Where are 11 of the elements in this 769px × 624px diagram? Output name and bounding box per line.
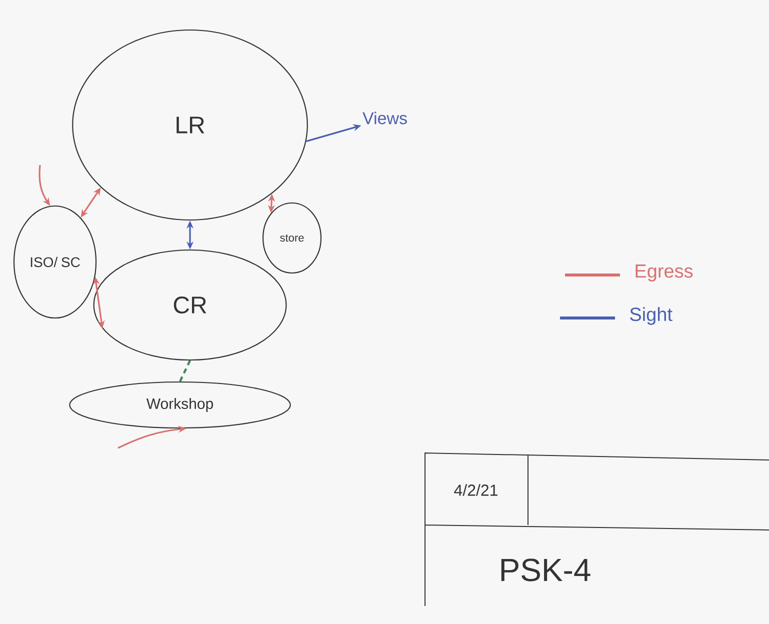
room-bubble: ISO/ SC (13, 205, 97, 319)
room-bubble: LR (72, 29, 308, 221)
room-bubble: Workshop (69, 381, 291, 429)
legend-text: Egress (636, 264, 693, 282)
dashed-line (179, 360, 191, 382)
sheet-number: PSK-4 (501, 558, 590, 582)
room-bubble: CR (93, 249, 287, 361)
annotation-text: Views (362, 112, 407, 124)
legend-text: Sight (630, 307, 672, 325)
room-bubble: store (262, 202, 322, 274)
date-text: 4/2/21 (454, 484, 498, 496)
